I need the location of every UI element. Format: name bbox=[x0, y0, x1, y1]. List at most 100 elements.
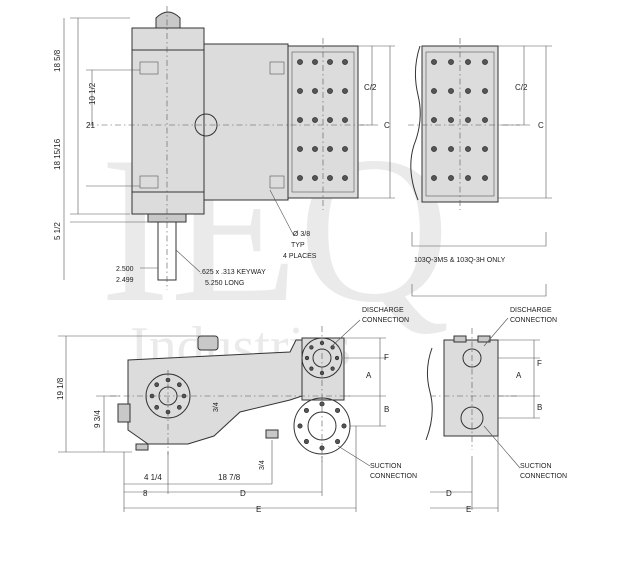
bolt bbox=[448, 88, 454, 94]
dim-c: C bbox=[384, 121, 390, 130]
bolt bbox=[342, 59, 348, 65]
shaft-dia-max: 2.500 bbox=[116, 266, 134, 273]
bolt bbox=[482, 59, 488, 65]
bolt bbox=[431, 146, 437, 152]
bolt bbox=[482, 146, 488, 152]
bolt bbox=[465, 175, 471, 181]
bolt bbox=[312, 59, 318, 65]
dim-c-half: C/2 bbox=[364, 83, 377, 92]
bolt bbox=[154, 382, 159, 387]
crank-boss-top bbox=[155, 11, 181, 29]
power-frame bbox=[131, 27, 205, 215]
hole-dia-label: Ø 3/8 bbox=[293, 231, 310, 238]
bolt bbox=[342, 175, 348, 181]
keyway-note-2: 5.250 LONG bbox=[205, 280, 244, 287]
side-dim-a: A bbox=[366, 371, 372, 380]
fluid-end-bolts bbox=[297, 59, 348, 181]
bolt bbox=[448, 175, 454, 181]
bolt bbox=[342, 117, 348, 123]
dim-upper-height: 18 5/8 bbox=[53, 49, 62, 72]
alt-top-view: C/2 C 103Q-3MS & 103Q-3H ONLY bbox=[408, 38, 552, 264]
side-dim-b: B bbox=[384, 405, 389, 414]
bolt bbox=[448, 59, 454, 65]
suction-label-1: SUCTION bbox=[370, 463, 402, 470]
discharge-label-1: DISCHARGE bbox=[362, 307, 404, 314]
bolt bbox=[431, 117, 437, 123]
side-dim-shaft-center: 9 3/4 bbox=[93, 410, 102, 428]
bolt bbox=[335, 439, 341, 445]
bolt bbox=[431, 88, 437, 94]
bolt bbox=[297, 88, 303, 94]
alt-discharge-port bbox=[462, 348, 482, 368]
alt-discharge-label-1: DISCHARGE bbox=[510, 307, 552, 314]
bolt bbox=[327, 146, 333, 152]
bolt bbox=[309, 366, 314, 371]
bolt bbox=[327, 88, 333, 94]
bolt bbox=[448, 117, 454, 123]
bolt bbox=[465, 117, 471, 123]
bolt bbox=[465, 59, 471, 65]
keyway-note-1: .625 x .313 KEYWAY bbox=[200, 269, 266, 276]
bolt bbox=[312, 146, 318, 152]
alt-fluid-end-side bbox=[443, 339, 499, 437]
alt-dim-a: A bbox=[516, 371, 522, 380]
bolt bbox=[431, 59, 437, 65]
alt-caption: 103Q-3MS & 103Q-3H ONLY bbox=[414, 257, 506, 264]
bolt bbox=[334, 355, 340, 361]
side-dim-height: 19 1/8 bbox=[56, 377, 65, 400]
bolt bbox=[327, 117, 333, 123]
suction-label-2: CONNECTION bbox=[370, 473, 417, 480]
alt-suction-label-1: SUCTION bbox=[520, 463, 552, 470]
bolt bbox=[327, 59, 333, 65]
discharge-flange bbox=[301, 337, 343, 379]
bolt bbox=[482, 175, 488, 181]
dim-lower-height: 18 15/16 bbox=[53, 138, 62, 170]
bolt bbox=[335, 407, 341, 413]
bolt bbox=[297, 175, 303, 181]
crosshead-housing bbox=[203, 43, 289, 201]
bolt bbox=[342, 146, 348, 152]
bolt bbox=[312, 117, 318, 123]
bolt bbox=[177, 382, 182, 387]
bolt bbox=[465, 88, 471, 94]
shaft-dia-min: 2.499 bbox=[116, 277, 134, 284]
hole-typ-label: TYP bbox=[291, 242, 305, 249]
alt-dim-e: E bbox=[466, 505, 471, 514]
bolt bbox=[327, 175, 333, 181]
alt-fluid-end-bolts bbox=[431, 59, 488, 181]
dim-mid-height: 10 1/2 bbox=[88, 82, 97, 105]
alt-suction-label-2: CONNECTION bbox=[520, 473, 567, 480]
bolt bbox=[297, 59, 303, 65]
bolt bbox=[312, 88, 318, 94]
bolt bbox=[448, 146, 454, 152]
breather-cap bbox=[197, 335, 219, 351]
bolt bbox=[309, 345, 314, 350]
side-dim-foot-offset: 4 1/4 bbox=[144, 473, 162, 482]
crank-bolts bbox=[149, 377, 187, 415]
alt-dim-b: B bbox=[537, 403, 542, 412]
shaft-stub bbox=[117, 403, 131, 423]
bolt bbox=[482, 88, 488, 94]
bolt bbox=[154, 405, 159, 410]
alt-dim-f: F bbox=[537, 359, 542, 368]
side-dim-foot-a: 3/4 bbox=[213, 402, 220, 412]
dim-shaft-ext: 5 1/2 bbox=[53, 222, 62, 240]
alt-discharge-label-2: CONNECTION bbox=[510, 317, 557, 324]
fluid-end-side bbox=[301, 337, 345, 401]
bolt bbox=[465, 146, 471, 152]
side-dim-span: 18 7/8 bbox=[218, 473, 241, 482]
side-dim-d: D bbox=[240, 489, 246, 498]
side-dim-f: F bbox=[384, 353, 389, 362]
side-dim-foot-b: 3/4 bbox=[259, 460, 266, 470]
side-dim-e: E bbox=[256, 505, 261, 514]
bolt bbox=[303, 439, 309, 445]
bolt bbox=[431, 175, 437, 181]
bolt bbox=[330, 366, 335, 371]
bolt bbox=[297, 423, 303, 429]
dim-total-height: 21 bbox=[86, 121, 95, 130]
bolt bbox=[330, 345, 335, 350]
alt-dim-d: D bbox=[446, 489, 452, 498]
side-view: 19 1/8 9 3/4 3/4 3/4 F A B 4 1/4 18 7/8 … bbox=[56, 307, 417, 514]
top-view: 18 5/8 10 1/2 21 18 15/16 5 1/2 C/2 C Ø … bbox=[53, 6, 395, 290]
